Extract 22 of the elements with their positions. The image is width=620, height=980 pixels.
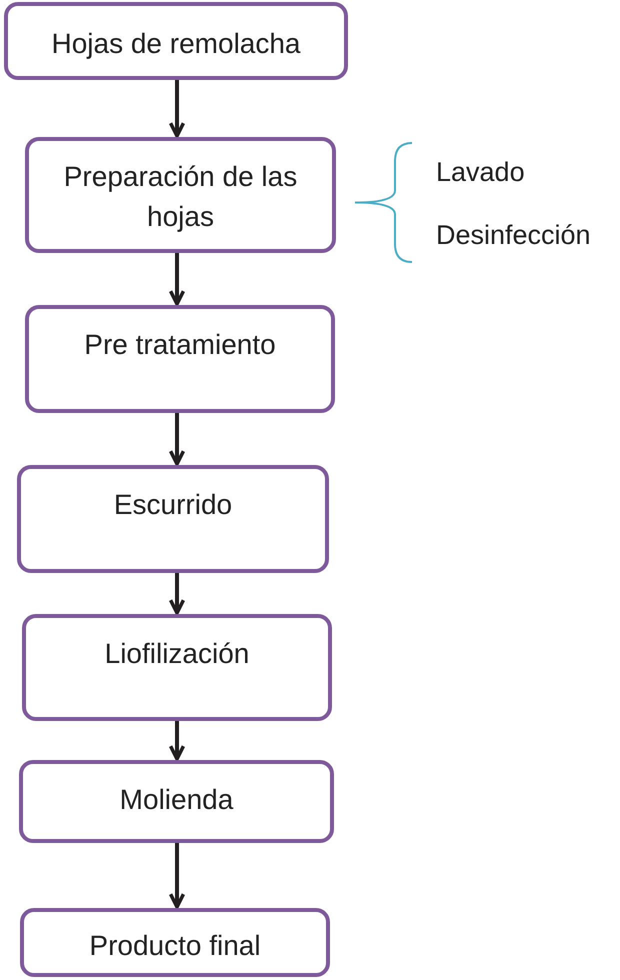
arrow [168, 843, 186, 909]
step-label: Escurrido [112, 488, 234, 522]
step-label: Preparación de las hojas [62, 160, 298, 234]
process-box [19, 760, 334, 843]
substep-label: Desinfección [436, 220, 591, 251]
step-label: Pre tratamiento [83, 328, 277, 362]
arrow [168, 573, 186, 615]
step-label: Hojas de remolacha [50, 27, 302, 61]
process-box [4, 2, 348, 80]
arrow [168, 80, 186, 138]
arrow [168, 413, 186, 466]
substep-label: Lavado [436, 157, 525, 188]
process-box [17, 465, 329, 573]
step-label: Molienda [118, 783, 234, 817]
process-box [25, 137, 336, 253]
process-box [25, 305, 335, 413]
process-box [20, 908, 330, 977]
arrow [168, 721, 186, 761]
step-label: Producto final [88, 929, 262, 963]
arrow [168, 253, 186, 306]
process-box [22, 614, 332, 721]
step-label: Liofilización [104, 637, 250, 671]
